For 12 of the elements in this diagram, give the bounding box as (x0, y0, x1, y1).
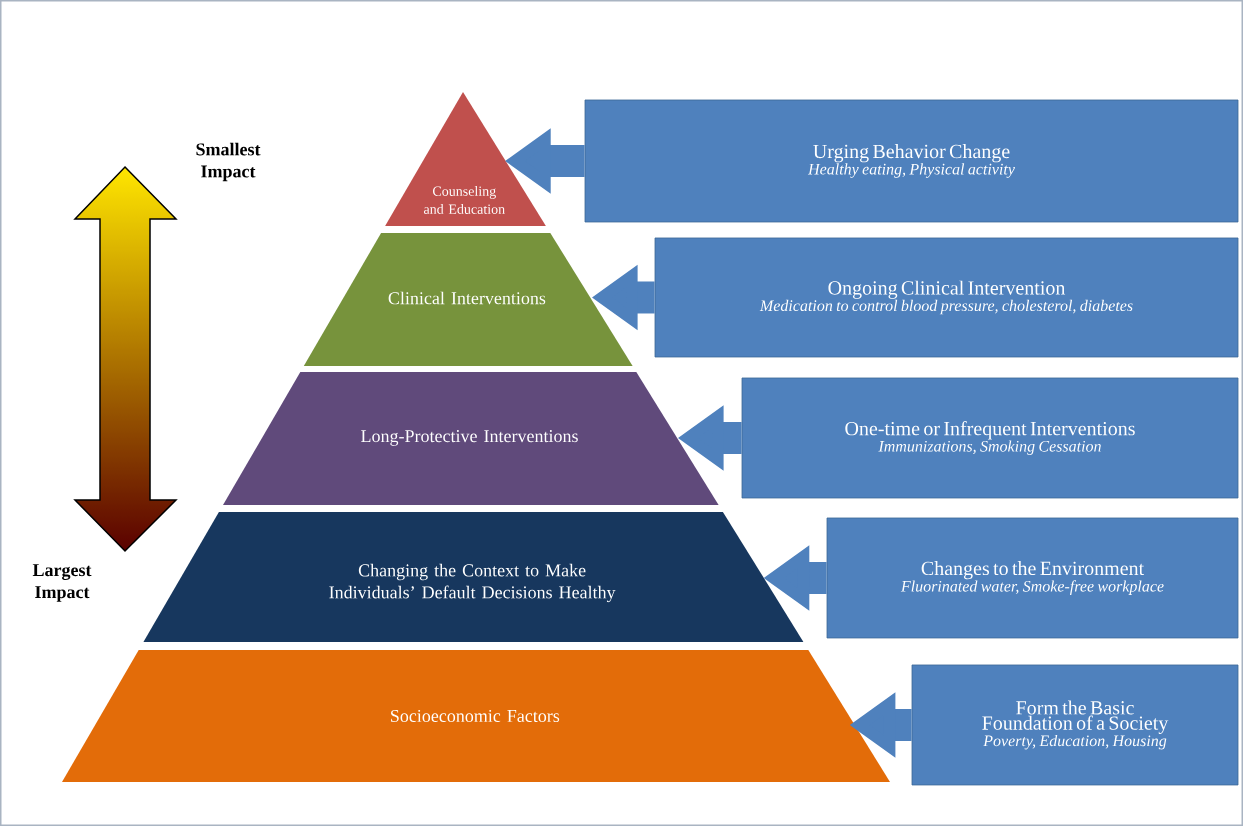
pyramid-layer: Long-Protective Interventions (223, 372, 719, 505)
callout-box: Changes to the Environment Fluorinated water, Smoke-free workplace (826, 517, 1239, 639)
pyramid-layer: Counseling and Education (385, 92, 546, 226)
pyramid-layer: Changing the Context to Make Individuals’ Default Decisions Healthy (143, 512, 804, 642)
pyramid-layer: Clinical Interventions (303, 233, 633, 366)
pyramid-layer: Socioeconomic Factors (62, 650, 890, 782)
callout-box: Ongoing Clinical Intervention Medication to control blood pressure, cholesterol, diabetes (654, 237, 1239, 358)
callout-box: One-time or Infrequent Interventions Immunizations, Smoking Cessation (741, 377, 1239, 499)
axis-label: Largest Impact (32, 564, 92, 602)
axis-label: Smallest Impact (196, 142, 261, 182)
callout-box: Urging Behavior Change Healthy eating, Physical activity (584, 99, 1239, 223)
callout-box: Form the Basic Foundation of a Society Poverty, Education, Housing (911, 664, 1239, 786)
